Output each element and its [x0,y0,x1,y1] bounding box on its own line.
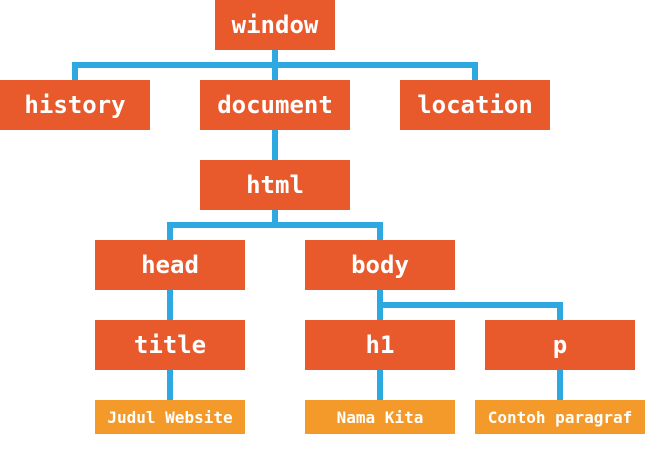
node-title: title [95,320,245,370]
connector-html-children [167,207,383,243]
node-history: history [0,80,150,130]
leaf-h1-text: Nama Kita [305,400,455,434]
node-body: body [305,240,455,290]
node-location: location [400,80,550,130]
node-h1: h1 [305,320,455,370]
connector-window-children [72,47,478,83]
node-window: window [215,0,335,50]
leaf-p-text: Contoh paragraf [475,400,645,434]
connector-body-children [377,287,563,323]
node-html: html [200,160,350,210]
node-document: document [200,80,350,130]
leaf-title-text: Judul Website [95,400,245,434]
node-p: p [485,320,635,370]
node-head: head [95,240,245,290]
